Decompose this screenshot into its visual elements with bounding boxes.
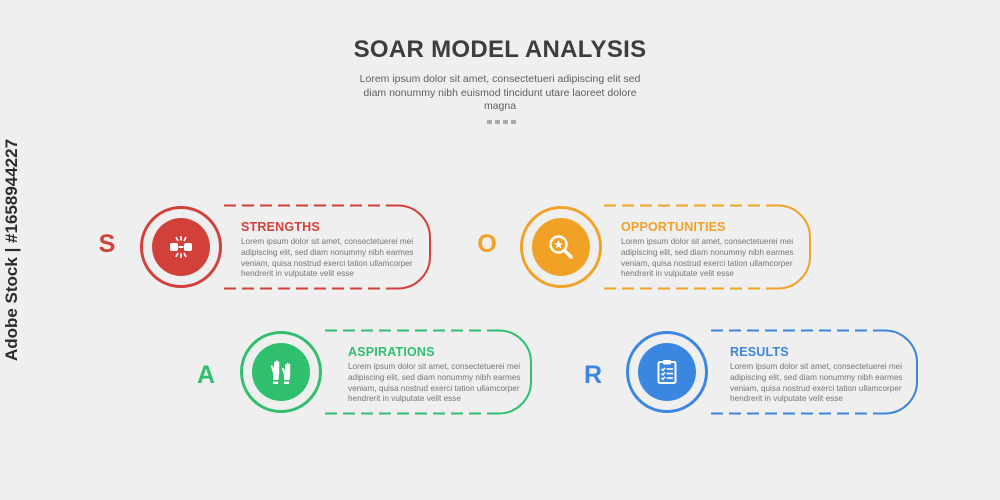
letter-r: R	[583, 361, 603, 389]
strengths-title: STRENGTHS	[241, 220, 320, 234]
aspirations-card-outline	[325, 329, 532, 415]
opportunities-icon-disc	[532, 218, 590, 276]
page-title: SOAR MODEL ANALYSIS	[353, 36, 647, 63]
results-description: Lorem ipsum dolor sit amet, consectetuer…	[730, 362, 903, 404]
results-title: RESULTS	[730, 345, 789, 359]
opportunities-title: OPPORTUNITIES	[621, 220, 726, 234]
clipboard-checklist-icon	[657, 360, 677, 384]
letter-a: A	[196, 361, 216, 389]
results-ring	[626, 331, 708, 413]
opportunities-card-outline	[604, 204, 811, 290]
results-icon-disc	[638, 343, 696, 401]
letter-o: O	[477, 230, 497, 258]
strengths-description: Lorem ipsum dolor sit amet, consectetuer…	[241, 237, 414, 279]
page-subtitle: Lorem ipsum dolor sit amet, consectetuer…	[359, 73, 641, 112]
results-card-outline	[711, 329, 918, 415]
aspirations-ring	[240, 331, 322, 413]
letter-s: S	[98, 230, 116, 258]
aspirations-title: ASPIRATIONS	[348, 345, 435, 359]
strengths-icon-disc	[152, 218, 210, 276]
divider-dots	[487, 120, 516, 124]
broken-link-icon	[170, 236, 192, 258]
star-magnifier-icon	[549, 235, 573, 259]
aspirations-description: Lorem ipsum dolor sit amet, consectetuer…	[348, 362, 521, 404]
opportunities-description: Lorem ipsum dolor sit amet, consectetuer…	[621, 237, 794, 279]
strengths-ring	[140, 206, 222, 288]
strengths-card-outline	[224, 204, 431, 290]
opportunities-ring	[520, 206, 602, 288]
aspirations-icon-disc	[252, 343, 310, 401]
raised-hands-icon	[270, 360, 291, 384]
